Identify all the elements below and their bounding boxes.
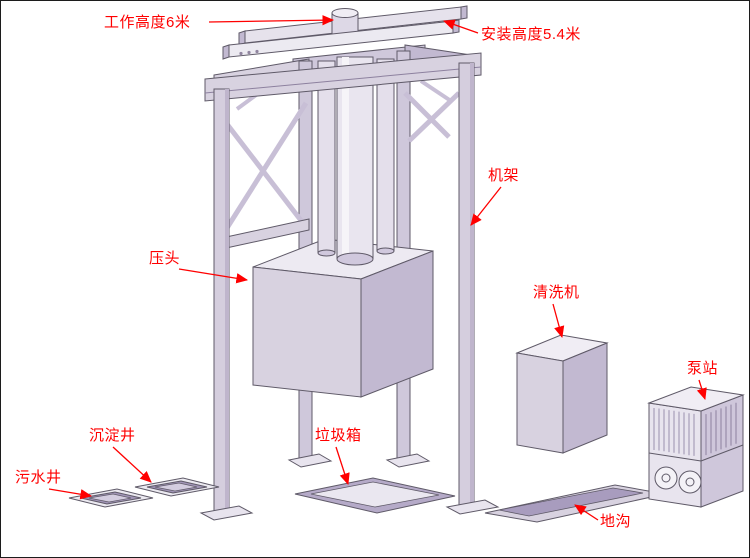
label-work-height: 工作高度6米 xyxy=(104,14,191,31)
arrow-press-head xyxy=(178,268,249,284)
label-install-height: 安装高度5.4米 xyxy=(481,26,581,43)
label-press-head: 压头 xyxy=(149,250,181,267)
sewage-well-pit xyxy=(68,488,154,508)
label-pump-station: 泵站 xyxy=(687,360,719,377)
label-settling-well: 沉淀井 xyxy=(89,427,136,444)
right-front-leg xyxy=(445,62,500,515)
pump-station-unit xyxy=(647,386,745,508)
arrow-pump-station xyxy=(696,379,707,400)
hydraulic-cylinders xyxy=(317,56,395,260)
fan-circles xyxy=(654,466,702,494)
arrow-sewage-well xyxy=(48,488,93,500)
arrow-washing-machine xyxy=(552,303,565,339)
grille-side xyxy=(705,402,737,456)
arrow-garbage-bin xyxy=(335,446,350,485)
label-washing-machine: 清洗机 xyxy=(533,284,580,301)
top-rails xyxy=(222,5,468,60)
arrow-install-height xyxy=(443,19,479,34)
cylinder-stubs xyxy=(317,229,395,266)
garbage-bin-pit xyxy=(294,477,456,514)
grille-front xyxy=(653,408,695,456)
floor-trench xyxy=(484,484,666,523)
label-sewage-well: 污水井 xyxy=(15,469,62,486)
label-trench: 地沟 xyxy=(600,513,632,530)
arrow-trench xyxy=(574,504,599,521)
label-garbage-bin: 垃圾箱 xyxy=(315,427,362,444)
arrow-work-height xyxy=(208,14,335,26)
front-legs xyxy=(199,62,500,521)
press-ram-top-cap xyxy=(331,8,359,36)
settling-well-pit xyxy=(134,477,220,497)
front-top-beam xyxy=(204,52,482,102)
label-frame: 机架 xyxy=(488,167,520,184)
arrow-settling-well xyxy=(112,446,152,483)
washing-machine-box xyxy=(515,334,609,454)
left-front-leg xyxy=(199,88,254,521)
arrow-frame xyxy=(470,186,502,226)
annotation-arrows xyxy=(48,14,707,521)
